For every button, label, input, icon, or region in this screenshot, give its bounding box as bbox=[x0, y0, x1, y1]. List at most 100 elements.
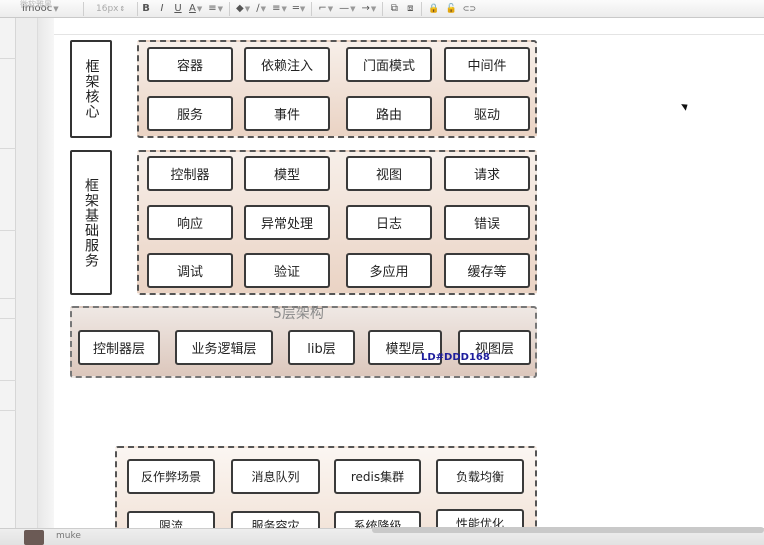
line-style-icon: ═ bbox=[292, 3, 299, 14]
link-button[interactable]: ⊂⊃ bbox=[460, 2, 479, 16]
underline-icon: U bbox=[174, 3, 182, 14]
font-family-value: imooc bbox=[22, 3, 53, 14]
node-anti-cheat[interactable]: 反作弊场景 bbox=[127, 459, 215, 494]
node-container[interactable]: 容器 bbox=[147, 47, 233, 82]
node-multi-app[interactable]: 多应用 bbox=[346, 253, 432, 288]
unlock-icon: 🔓 bbox=[445, 3, 457, 14]
line-color-button[interactable]: ∕▼ bbox=[253, 2, 269, 16]
panel-divider bbox=[0, 230, 16, 231]
align-button[interactable]: ≡▼ bbox=[205, 2, 226, 16]
panel-divider bbox=[0, 58, 16, 59]
line-width-icon: ≡ bbox=[272, 3, 281, 14]
arrow-icon: → bbox=[361, 3, 370, 14]
node-view[interactable]: 视图 bbox=[346, 156, 432, 191]
line-end-icon: — bbox=[339, 3, 350, 14]
bold-icon: B bbox=[142, 3, 150, 14]
shape-panel[interactable] bbox=[0, 18, 16, 528]
chevron-down-icon: ▼ bbox=[244, 4, 251, 13]
lock-icon: 🔒 bbox=[428, 3, 440, 14]
connector-button[interactable]: ⌐▼ bbox=[315, 2, 336, 16]
arrow-button[interactable]: →▼ bbox=[358, 2, 379, 16]
framework-base-label[interactable]: 框架基础服务 bbox=[70, 150, 112, 295]
send-back-icon: ⧈ bbox=[407, 3, 414, 14]
font-size-select[interactable]: 16px ⇕ bbox=[84, 1, 138, 16]
vertical-ruler bbox=[16, 18, 38, 528]
node-controller[interactable]: 控制器 bbox=[147, 156, 233, 191]
node-response[interactable]: 响应 bbox=[147, 205, 233, 240]
panel-divider bbox=[0, 380, 16, 381]
node-event[interactable]: 事件 bbox=[244, 96, 330, 131]
node-model[interactable]: 模型 bbox=[244, 156, 330, 191]
toolbar-divider bbox=[421, 1, 423, 16]
fill-bucket-icon: ◆ bbox=[236, 3, 244, 14]
toolbar-divider bbox=[311, 1, 313, 16]
link-icon: ⊂⊃ bbox=[462, 4, 477, 13]
font-color-button[interactable]: A▼ bbox=[186, 2, 205, 16]
node-message-queue[interactable]: 消息队列 bbox=[231, 459, 320, 494]
italic-icon: I bbox=[160, 3, 164, 14]
node-driver[interactable]: 驱动 bbox=[444, 96, 530, 131]
pen-icon: ∕ bbox=[256, 3, 260, 14]
watermark-text: LD#DDD168 bbox=[421, 352, 490, 363]
toolbar-divider bbox=[382, 1, 384, 16]
panel-divider bbox=[0, 318, 16, 319]
node-debug[interactable]: 调试 bbox=[147, 253, 233, 288]
panel-divider bbox=[0, 410, 16, 411]
node-redis-cluster[interactable]: redis集群 bbox=[334, 459, 421, 494]
font-size-value: 16px bbox=[96, 3, 119, 14]
node-model-layer[interactable]: 模型层 bbox=[368, 330, 442, 365]
chevron-down-icon: ▼ bbox=[53, 4, 59, 13]
node-dependency-injection[interactable]: 依赖注入 bbox=[244, 47, 330, 82]
chevron-down-icon: ▼ bbox=[327, 4, 334, 13]
avatar bbox=[24, 530, 44, 545]
toolbar-divider bbox=[229, 1, 231, 16]
font-family-select[interactable]: 微软雅黑 imooc ▼ bbox=[2, 0, 84, 16]
format-toolbar: 微软雅黑 imooc ▼ 16px ⇕ B I U A▼ ≡▼ ◆▼ ∕▼ ≡▼… bbox=[0, 0, 764, 18]
underline-button[interactable]: U bbox=[170, 2, 186, 16]
connector-icon: ⌐ bbox=[318, 3, 327, 14]
fill-color-button[interactable]: ◆▼ bbox=[233, 2, 253, 16]
chevron-down-icon: ▼ bbox=[370, 4, 377, 13]
node-error[interactable]: 错误 bbox=[444, 205, 530, 240]
send-back-button[interactable]: ⧈ bbox=[402, 2, 418, 16]
bring-front-button[interactable]: ⧉ bbox=[386, 2, 402, 16]
horizontal-scrollbar[interactable] bbox=[372, 527, 764, 533]
line-style-button[interactable]: ═▼ bbox=[290, 2, 308, 16]
node-validate[interactable]: 验证 bbox=[244, 253, 330, 288]
line-end-button[interactable]: —▼ bbox=[336, 2, 358, 16]
chevron-down-icon: ▼ bbox=[350, 4, 356, 13]
chevron-down-icon: ▼ bbox=[217, 4, 224, 13]
node-cache[interactable]: 缓存等 bbox=[444, 253, 530, 288]
node-business-layer[interactable]: 业务逻辑层 bbox=[175, 330, 273, 365]
chevron-down-icon: ▼ bbox=[299, 4, 306, 13]
node-route[interactable]: 路由 bbox=[346, 96, 432, 131]
lock-button[interactable]: 🔒 bbox=[425, 2, 442, 16]
framework-core-label[interactable]: 框架核心 bbox=[70, 40, 112, 138]
italic-button[interactable]: I bbox=[154, 2, 170, 16]
node-lib-layer[interactable]: lib层 bbox=[288, 330, 355, 365]
node-controller-layer[interactable]: 控制器层 bbox=[78, 330, 160, 365]
node-view-layer[interactable]: 视图层 bbox=[458, 330, 531, 365]
panel-divider bbox=[0, 298, 16, 299]
line-width-button[interactable]: ≡▼ bbox=[269, 2, 290, 16]
panel-divider bbox=[0, 148, 16, 149]
canvas-margin bbox=[38, 18, 54, 528]
node-load-balance[interactable]: 负载均衡 bbox=[436, 459, 524, 494]
chevron-down-icon: ▼ bbox=[260, 4, 266, 13]
chevron-down-icon: ▼ bbox=[196, 4, 203, 13]
node-middleware[interactable]: 中间件 bbox=[444, 47, 530, 82]
status-user: muke bbox=[56, 531, 81, 541]
node-exception[interactable]: 异常处理 bbox=[244, 205, 330, 240]
stepper-icon: ⇕ bbox=[119, 4, 126, 13]
bring-front-icon: ⧉ bbox=[390, 3, 398, 14]
bold-button[interactable]: B bbox=[138, 2, 154, 16]
five-layer-title: 5层架构 bbox=[273, 306, 324, 322]
node-service[interactable]: 服务 bbox=[147, 96, 233, 131]
font-color-icon: A bbox=[189, 3, 196, 14]
unlock-button[interactable]: 🔓 bbox=[442, 2, 459, 16]
node-facade[interactable]: 门面模式 bbox=[346, 47, 432, 82]
node-log[interactable]: 日志 bbox=[346, 205, 432, 240]
chevron-down-icon: ▼ bbox=[281, 4, 287, 13]
font-family-ghost: 微软雅黑 bbox=[20, 0, 52, 9]
node-request[interactable]: 请求 bbox=[444, 156, 530, 191]
